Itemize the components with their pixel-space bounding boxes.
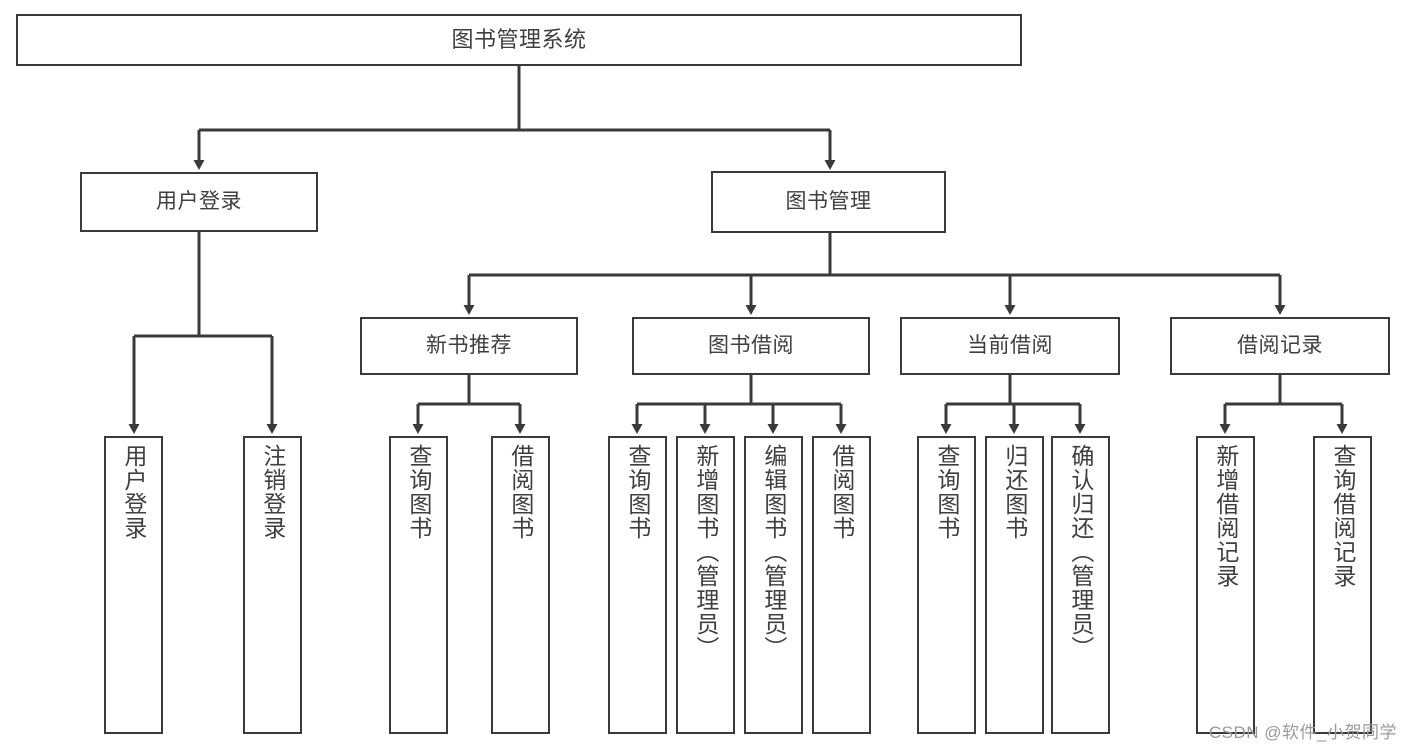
leaf-borrow-add-book-admin[interactable]: 新增图书（管理员） [676,436,735,734]
node-label: 编辑图书（管理员） [760,444,787,660]
leaf-newbook-borrow-book[interactable]: 借阅图书 [491,436,550,734]
node-label: 用户登录 [120,444,147,540]
node-label: 查询图书 [933,444,960,540]
node-label: 新书推荐 [426,333,512,357]
leaf-current-query-book[interactable]: 查询图书 [917,436,976,734]
node-label: 用户登录 [156,189,242,213]
node-label: 查询图书 [405,444,432,540]
node-label: 图书管理 [785,189,872,213]
node-label: 注销登录 [259,444,286,540]
leaf-user-login[interactable]: 用户登录 [104,436,163,734]
node-new-book-recommend[interactable]: 新书推荐 [360,317,578,375]
leaf-logout[interactable]: 注销登录 [243,436,302,734]
node-book-borrow[interactable]: 图书借阅 [632,317,870,375]
node-label: 确认归还（管理员） [1067,444,1094,660]
node-current-borrow[interactable]: 当前借阅 [900,317,1120,375]
node-label: 新增借阅记录 [1212,444,1239,588]
node-root-system[interactable]: 图书管理系统 [16,14,1022,66]
node-label: 新增图书（管理员） [692,444,719,660]
node-label: 当前借阅 [967,333,1053,357]
leaf-record-add-record[interactable]: 新增借阅记录 [1196,436,1255,734]
node-label: 图书借阅 [708,333,794,357]
leaf-borrow-query-book[interactable]: 查询图书 [608,436,667,734]
node-book-management[interactable]: 图书管理 [711,171,946,233]
node-borrow-record[interactable]: 借阅记录 [1170,317,1390,375]
node-label: 借阅图书 [828,444,855,540]
watermark: CSDN @软件_小贺同学 [1208,723,1397,742]
node-label: 查询借阅记录 [1329,444,1356,588]
node-label: 借阅图书 [507,444,534,540]
leaf-borrow-edit-book-admin[interactable]: 编辑图书（管理员） [744,436,803,734]
leaf-borrow-borrow-book[interactable]: 借阅图书 [812,436,871,734]
node-label: 借阅记录 [1237,333,1323,357]
node-label: 查询图书 [624,444,651,540]
leaf-newbook-query-book[interactable]: 查询图书 [389,436,448,734]
node-user-login[interactable]: 用户登录 [80,172,318,232]
leaf-current-return-book[interactable]: 归还图书 [985,436,1044,734]
node-label: 归还图书 [1001,444,1028,540]
leaf-record-query-record[interactable]: 查询借阅记录 [1313,436,1372,734]
node-label: 图书管理系统 [451,27,587,53]
leaf-current-confirm-return-admin[interactable]: 确认归还（管理员） [1051,436,1110,734]
